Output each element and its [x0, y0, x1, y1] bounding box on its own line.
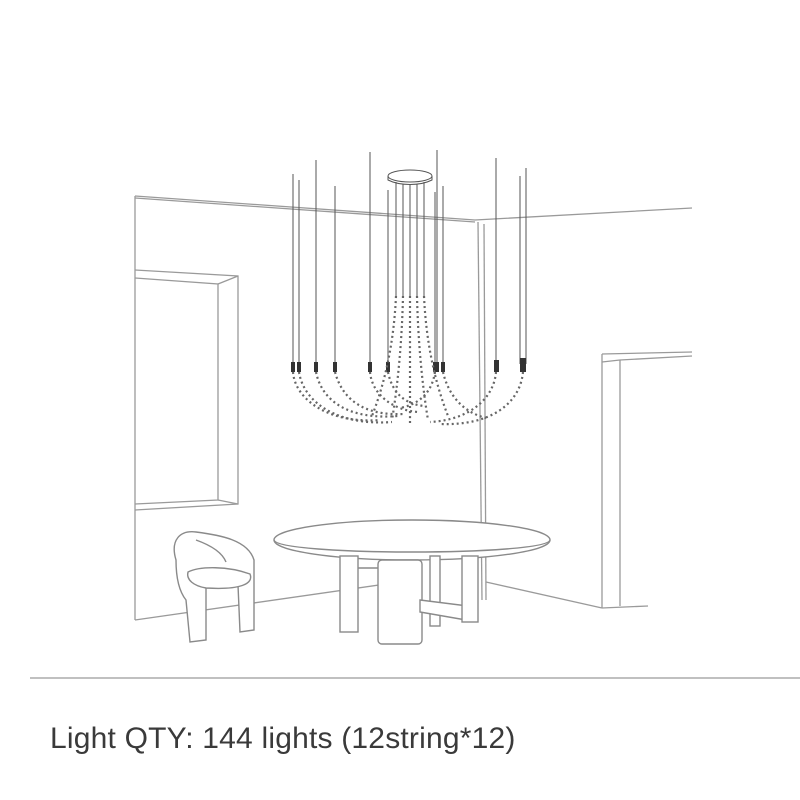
- pendant-light: [291, 150, 527, 426]
- light-quantity-caption: Light QTY: 144 lights (12string*12): [50, 722, 516, 755]
- armchair: [173, 531, 255, 643]
- round-table: [273, 519, 551, 645]
